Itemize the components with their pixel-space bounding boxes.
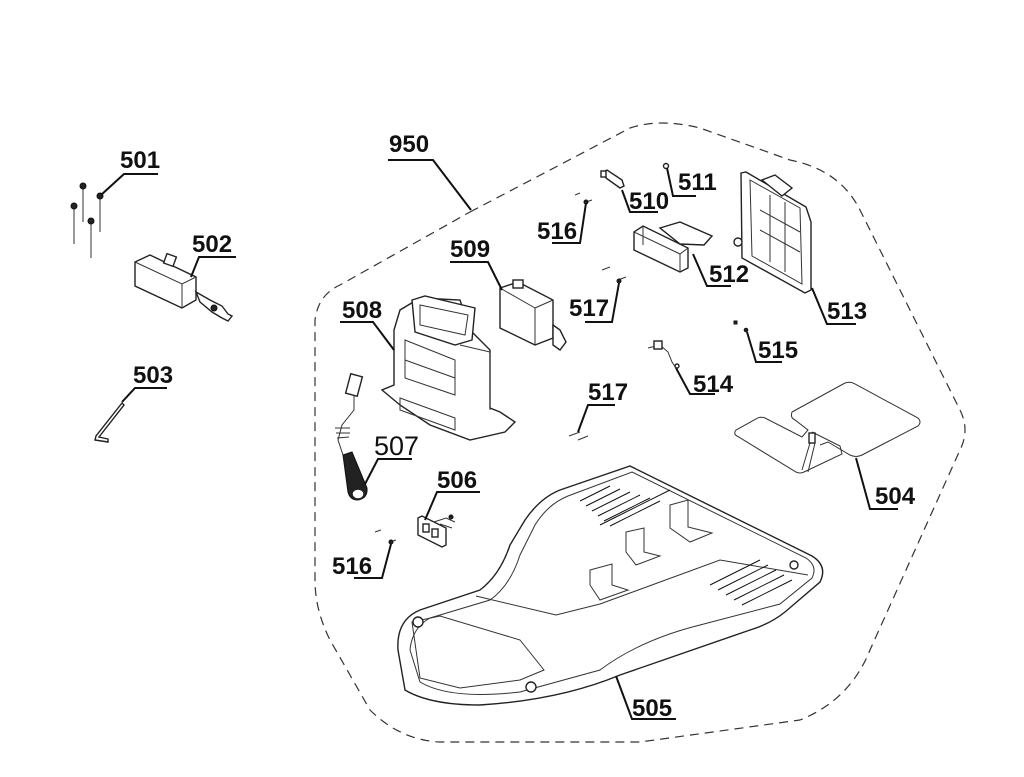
- leader-516-upper: [552, 202, 587, 244]
- part-517-screws-lower[interactable]: [568, 431, 589, 441]
- part-505-base-plate[interactable]: [397, 465, 824, 706]
- part-509-control-board[interactable]: [499, 279, 567, 351]
- leader-514: [675, 367, 715, 395]
- leader-501: [100, 173, 158, 196]
- leader-507: [364, 458, 412, 485]
- leader-509: [450, 261, 503, 291]
- label-509: 509: [450, 236, 490, 263]
- part-504-contact-wire-frame[interactable]: [734, 381, 921, 474]
- leader-505: [615, 675, 676, 720]
- part-502-power-adapter[interactable]: [134, 252, 234, 322]
- label-516-upper: 516: [537, 218, 577, 245]
- label-508: 508: [342, 297, 382, 324]
- label-503: 503: [133, 362, 173, 389]
- leader-503: [121, 387, 167, 403]
- part-513-rear-cover[interactable]: [733, 171, 812, 294]
- leader-510: [621, 189, 658, 213]
- part-515-small-screws[interactable]: [733, 320, 749, 333]
- leader-517-upper: [585, 282, 620, 323]
- label-950: 950: [389, 131, 429, 158]
- label-502: 502: [192, 231, 232, 258]
- vent-slots-lower: [709, 559, 793, 606]
- leader-504: [855, 457, 898, 510]
- part-501-screws[interactable]: [70, 182, 104, 258]
- part-516-screws-upper[interactable]: [574, 192, 593, 205]
- label-516-lower: 516: [332, 553, 372, 580]
- leader-517-lower: [577, 404, 615, 433]
- part-516-screws-lower[interactable]: [374, 529, 397, 545]
- leader-950: [388, 159, 472, 211]
- label-514: 514: [693, 371, 734, 398]
- label-511: 511: [678, 169, 717, 196]
- label-515: 515: [758, 337, 798, 364]
- leader-502: [190, 256, 236, 278]
- leader-513: [811, 287, 856, 325]
- leader-506: [424, 491, 480, 521]
- vent-slots-upper: [579, 485, 671, 527]
- part-517-screws-upper[interactable]: [601, 266, 627, 284]
- label-517-lower: 517: [588, 379, 628, 406]
- label-512: 512: [709, 261, 749, 288]
- label-513: 513: [827, 298, 867, 325]
- part-507-cable-socket[interactable]: [335, 372, 368, 501]
- leader-508: [340, 321, 395, 351]
- leader-512: [692, 253, 731, 287]
- part-503-hex-key[interactable]: [94, 401, 125, 443]
- label-504: 504: [875, 483, 916, 510]
- part-510-bracket[interactable]: [600, 169, 625, 189]
- part-514-wire-connector[interactable]: [647, 340, 680, 369]
- part-508-station-housing[interactable]: [380, 295, 517, 441]
- label-517-upper: 517: [569, 295, 609, 322]
- part-511-pin[interactable]: [662, 162, 670, 170]
- leader-511: [666, 167, 696, 197]
- label-507: 507: [374, 431, 419, 461]
- part-506-circuit-board[interactable]: [417, 514, 456, 548]
- part-512-contact-holder[interactable]: [633, 221, 714, 273]
- label-506: 506: [437, 467, 477, 494]
- label-505: 505: [632, 695, 672, 722]
- label-510: 510: [629, 188, 669, 215]
- leader-515: [746, 331, 782, 363]
- label-501: 501: [120, 147, 160, 174]
- assembly-boundary-950: [314, 122, 966, 743]
- leader-516-lower: [354, 543, 392, 579]
